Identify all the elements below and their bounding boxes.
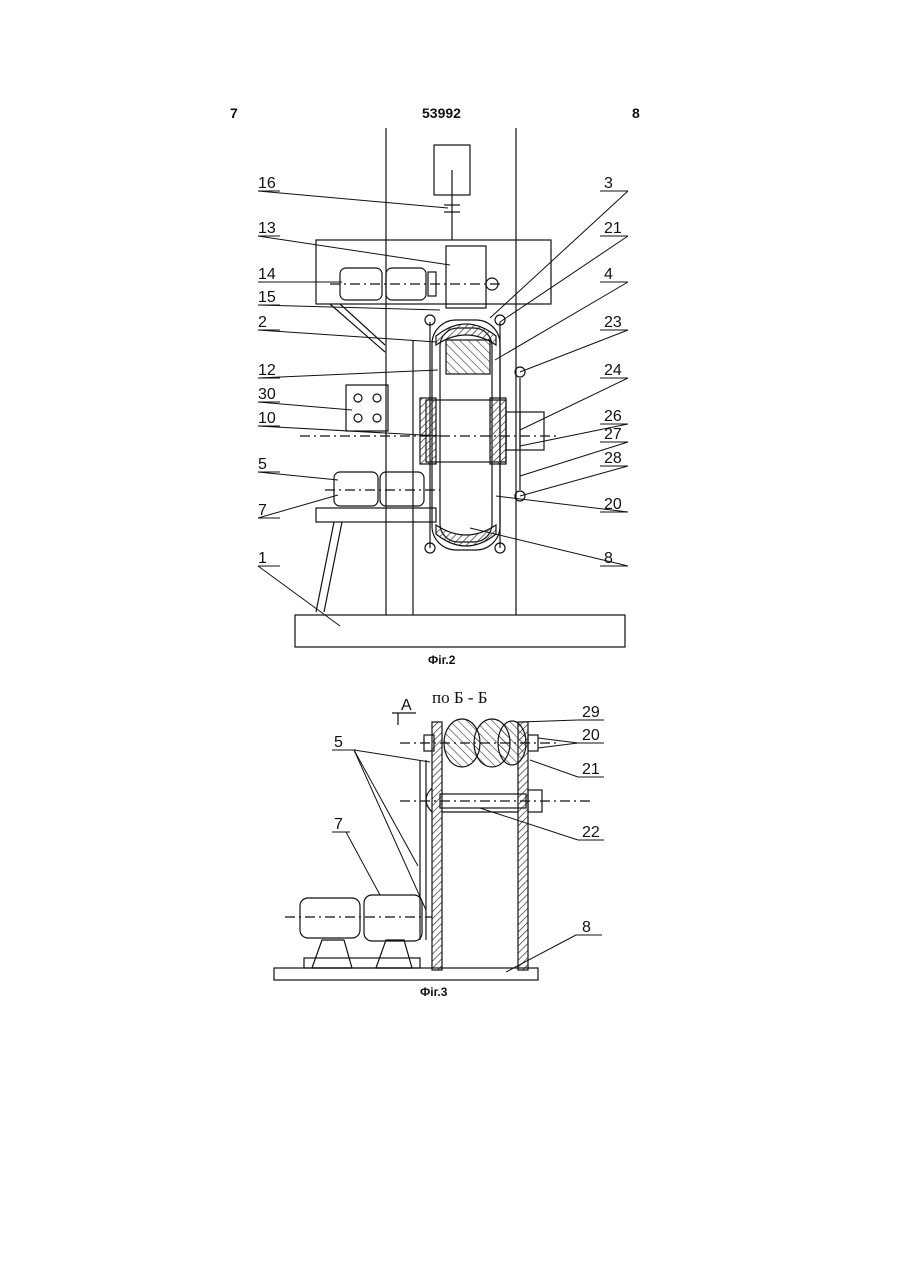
label-7: 7 [334, 816, 343, 833]
label-5: 5 [334, 734, 343, 751]
label-24: 24 [604, 362, 622, 379]
label-1: 1 [258, 550, 267, 567]
label-4: 4 [604, 266, 613, 283]
label-27: 27 [604, 426, 622, 443]
label-21: 21 [604, 220, 622, 237]
label-26: 26 [604, 408, 622, 425]
label-20: 20 [604, 496, 622, 513]
label-7: 7 [258, 502, 267, 519]
label-21: 21 [582, 761, 600, 778]
label-23: 23 [604, 314, 622, 331]
label-12: 12 [258, 362, 276, 379]
label-13: 13 [258, 220, 276, 237]
label-16: 16 [258, 175, 276, 192]
figure-3 [274, 713, 604, 980]
label-28: 28 [604, 450, 622, 467]
section-title: по Б - Б [432, 688, 488, 707]
label-22: 22 [582, 824, 600, 841]
label-2: 2 [258, 314, 267, 331]
label-20: 20 [582, 727, 600, 744]
label-5: 5 [258, 456, 267, 473]
figure-2-caption: Фіг.2 [428, 653, 456, 667]
label-15: 15 [258, 289, 276, 306]
label-8: 8 [582, 919, 591, 936]
label-30: 30 [258, 386, 276, 403]
label-14: 14 [258, 266, 276, 283]
label-3: 3 [604, 175, 613, 192]
label-10: 10 [258, 410, 276, 427]
section-marker-a: A [401, 697, 412, 714]
label-29: 29 [582, 704, 600, 721]
label-8: 8 [604, 550, 613, 567]
figure-2 [258, 128, 628, 647]
figure-3-caption: Фіг.3 [420, 985, 448, 999]
